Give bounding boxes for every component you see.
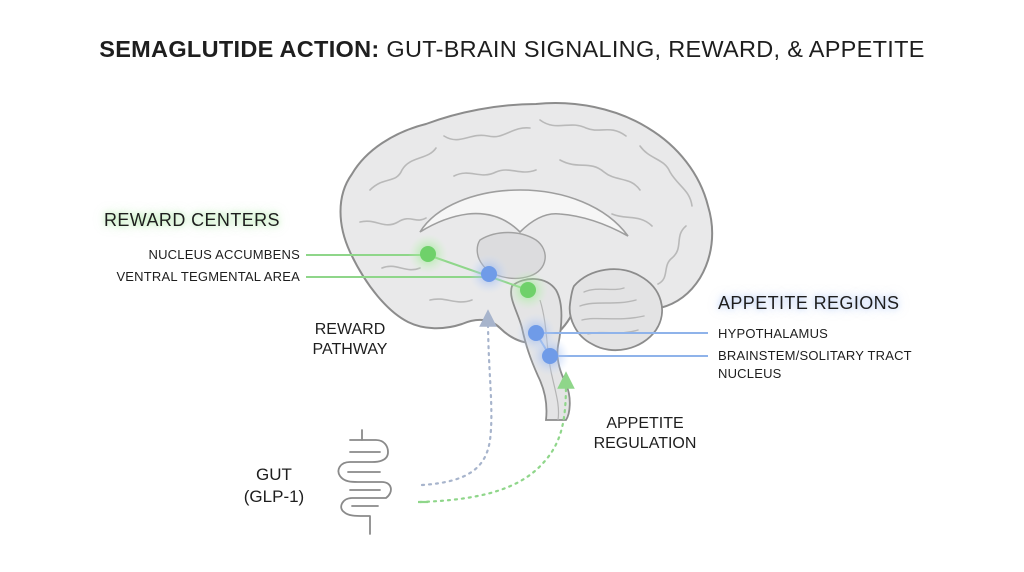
appetite-regulation-line2: REGULATION	[593, 435, 697, 452]
appetite-regulation-line1: APPETITE	[606, 415, 684, 432]
diagram-title: SEMAGLUTIDE ACTION: GUT-BRAIN SIGNALING,…	[0, 36, 1024, 63]
reward-centers-heading: REWARD CENTERS	[104, 210, 280, 230]
label-nucleus: NUCLEUS	[718, 366, 782, 381]
gut-label-line2: (GLP-1)	[243, 487, 305, 506]
gut-label: GUT (GLP-1)	[232, 464, 316, 508]
nucleus-accumbens-node	[420, 246, 436, 262]
reward-pathway-label: REWARD PATHWAY	[300, 320, 400, 360]
label-brainstem-solitary-tract: BRAINSTEM/SOLITARY TRACT	[718, 348, 912, 363]
appetite-regulation-label: APPETITE REGULATION	[580, 414, 710, 454]
label-nucleus-accumbens: NUCLEUS ACCUMBENS	[148, 247, 300, 262]
reward-pathway-line2: PATHWAY	[312, 341, 388, 358]
corpus-callosum	[419, 189, 629, 237]
hypothalamus-node	[528, 325, 544, 341]
title-lead: SEMAGLUTIDE ACTION:	[99, 36, 380, 62]
midbrain-node	[520, 282, 536, 298]
appetite-regions-heading: APPETITE REGIONS	[718, 293, 900, 313]
intestine-icon	[337, 429, 392, 535]
brainstem-node	[542, 348, 558, 364]
label-hypothalamus: HYPOTHALAMUS	[718, 326, 829, 341]
appetite-pathway-line	[418, 371, 575, 504]
gut-label-line1: GUT	[256, 465, 292, 484]
title-rest: GUT-BRAIN SIGNALING, REWARD, & APPETITE	[386, 36, 925, 62]
vta-node	[481, 266, 497, 282]
reward-pathway-line	[420, 309, 497, 487]
reward-pathway-line1: REWARD	[314, 321, 386, 338]
label-ventral-tegmental-area: VENTRAL TEGMENTAL AREA	[116, 269, 300, 284]
cerebellum	[568, 268, 663, 352]
